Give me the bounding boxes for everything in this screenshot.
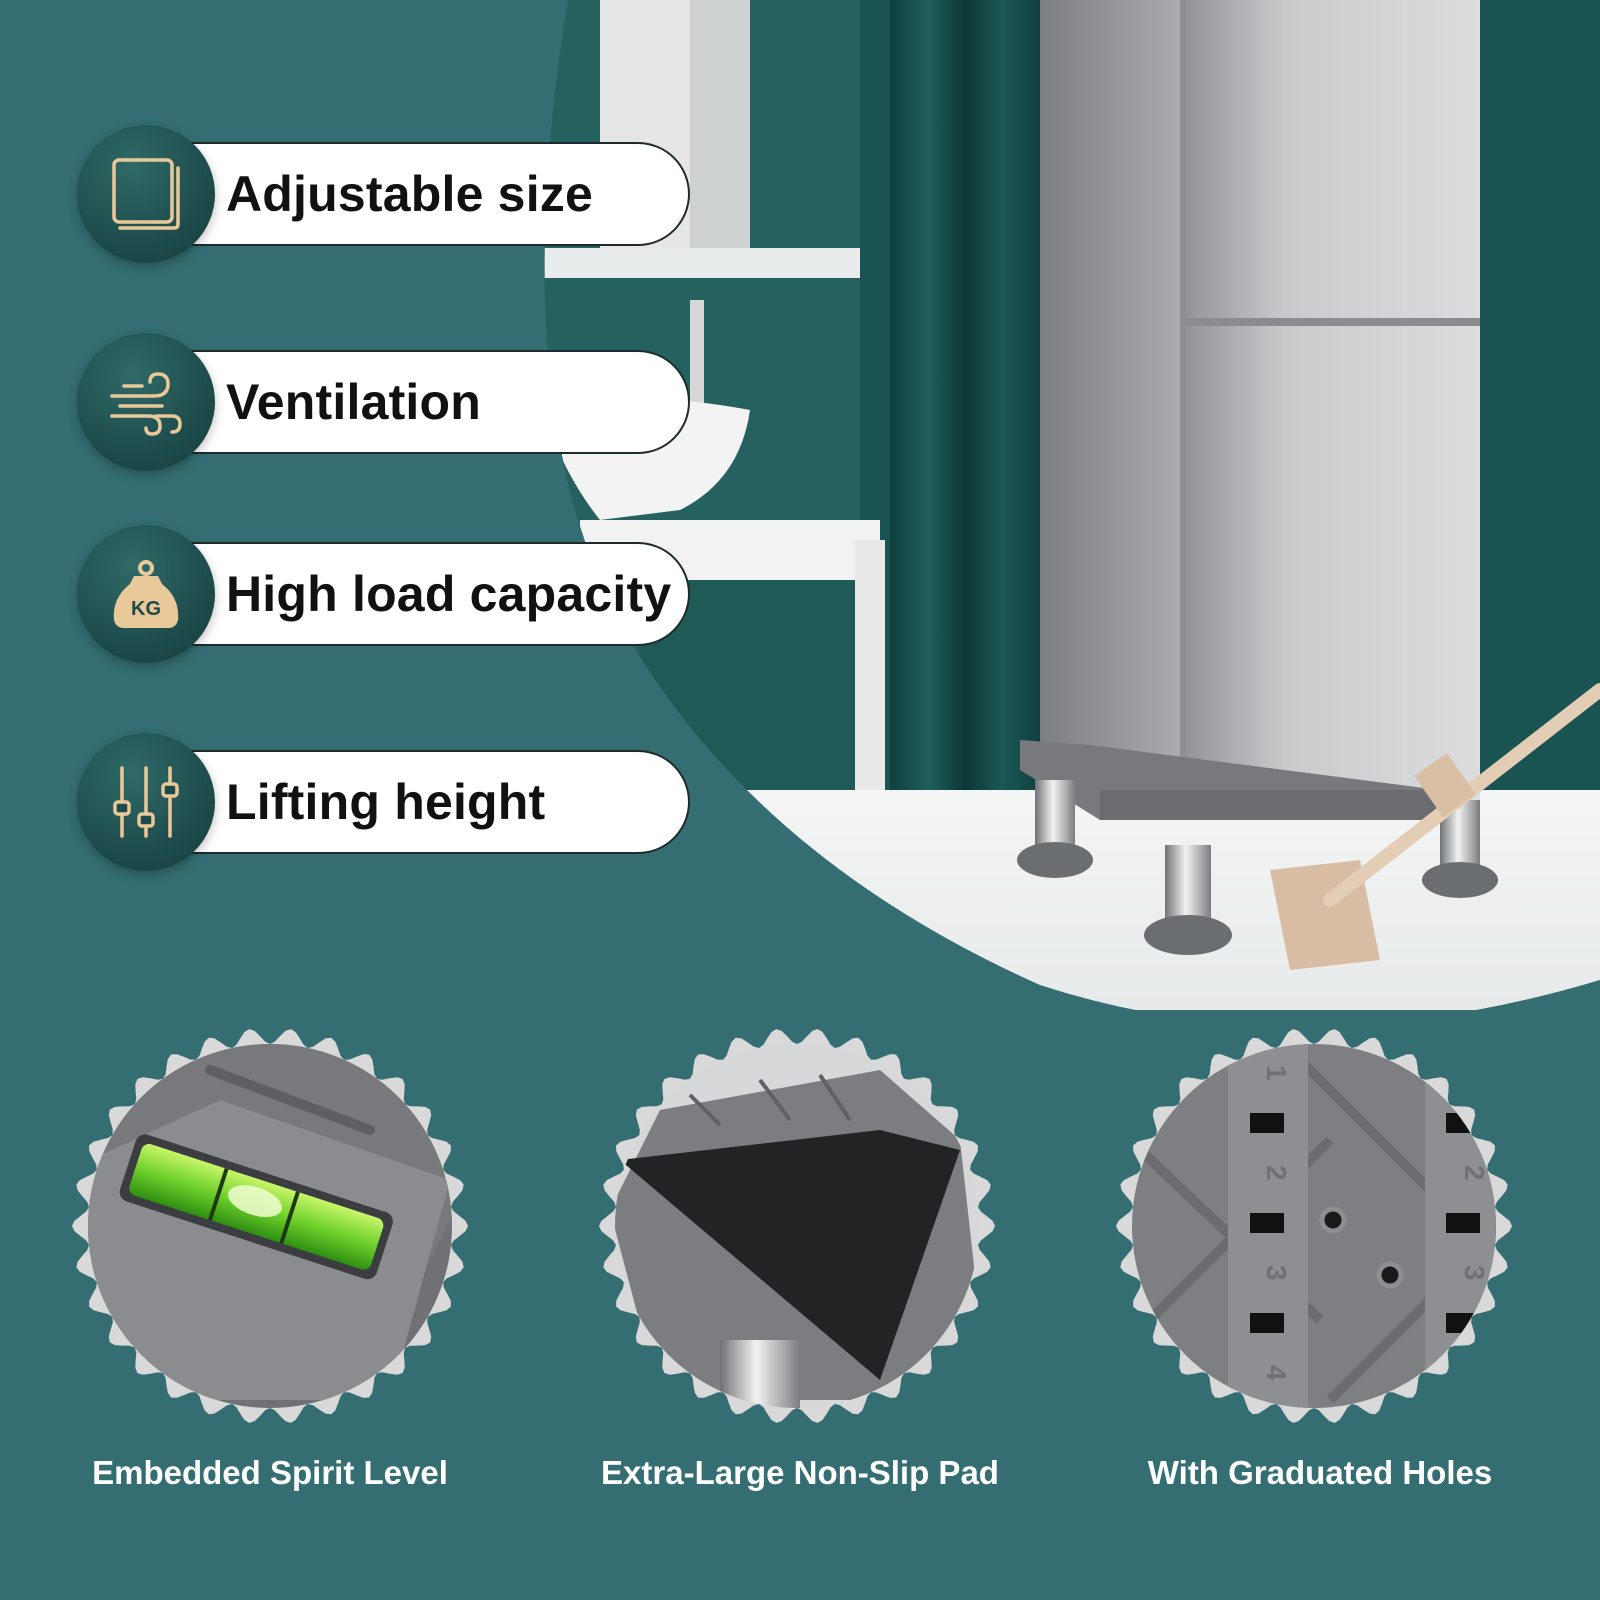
graduation-number: 2: [1459, 1165, 1490, 1181]
non-slip-pad-detail: [599, 1029, 995, 1423]
wind-icon: [110, 372, 182, 436]
caption-graduated-holes: With Graduated Holes: [1147, 1454, 1493, 1491]
graduation-number: 4: [1261, 1365, 1292, 1381]
feature-badge: [77, 333, 215, 471]
feature-pill: [175, 542, 690, 646]
graduated-holes-detail: 1 2 3 4 2 3: [1116, 1029, 1512, 1423]
graduation-number: 3: [1459, 1265, 1490, 1281]
graduation-number: 3: [1261, 1265, 1292, 1281]
feature-label: Ventilation: [226, 374, 482, 430]
kg-weight-icon: KG: [113, 560, 179, 628]
feature-badge: KG: [77, 525, 215, 663]
feature-pill: [175, 142, 690, 246]
spirit-level-detail: [72, 1029, 468, 1423]
caption-spirit-level: Embedded Spirit Level: [92, 1454, 448, 1491]
graduation-number: 1: [1261, 1065, 1292, 1081]
feature-label: High load capacity: [226, 566, 672, 622]
feature-label: Lifting height: [226, 774, 546, 830]
feature-badge: [77, 125, 215, 263]
feature-pill: [175, 350, 690, 454]
graduation-number: 2: [1261, 1165, 1292, 1181]
feature-label: Adjustable size: [226, 166, 593, 222]
sliders-icon: [113, 766, 179, 838]
caption-non-slip-pad: Extra-Large Non-Slip Pad: [601, 1454, 999, 1491]
feature-pill: [175, 750, 690, 854]
feature-badge: [77, 733, 215, 871]
frame-icon: [112, 158, 180, 230]
kg-label: KG: [131, 598, 161, 620]
